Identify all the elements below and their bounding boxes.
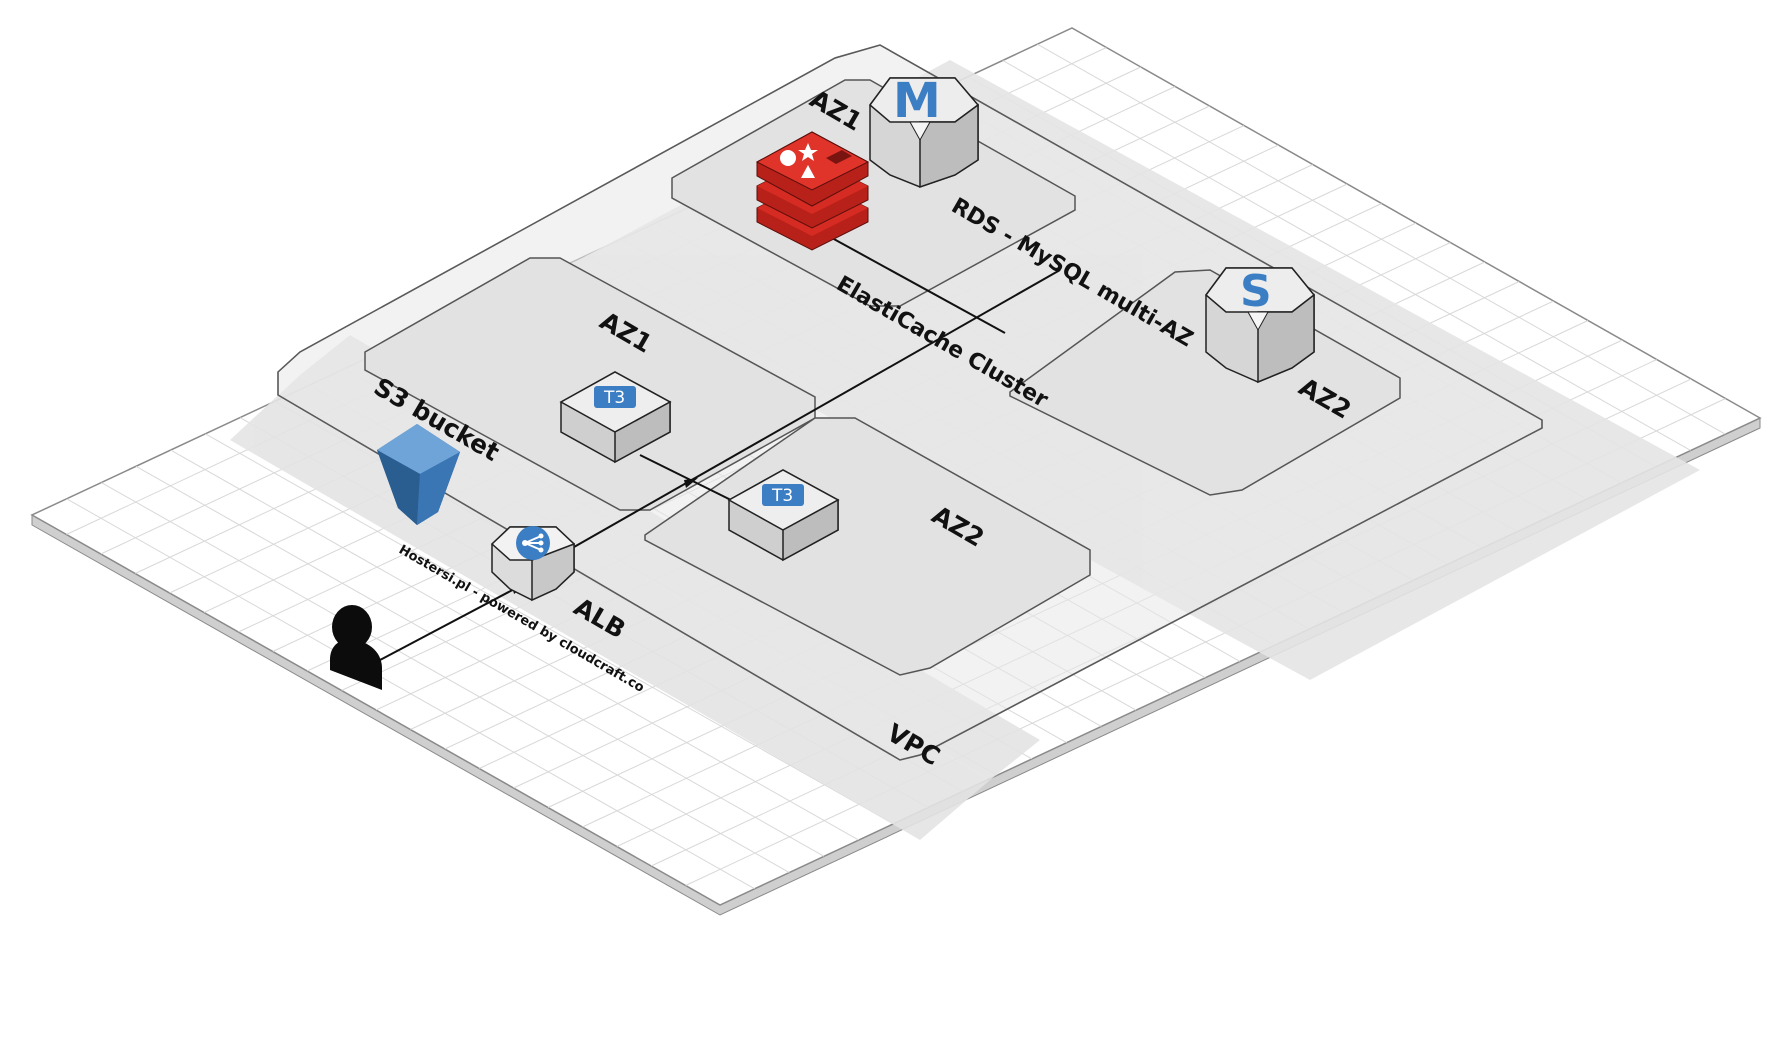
connections: [379, 237, 1061, 661]
grid-line: [170, 449, 859, 841]
grid-line: [135, 465, 825, 857]
alb-path-arrow: [684, 478, 698, 488]
ec2-instance-2[interactable]: T3: [727, 469, 840, 562]
grid-line: [66, 498, 755, 890]
rds-master-instance[interactable]: M: [868, 73, 980, 189]
grid-line: [101, 482, 790, 873]
ec2-to-ec2-line: [639, 454, 736, 503]
redis-link-line: [831, 237, 1006, 334]
s3-bucket-icon[interactable]: [377, 424, 460, 525]
ec2-2-type-tag: T3: [771, 486, 793, 506]
ec2-instance-icon: T3: [594, 386, 636, 408]
rds-master-letter: M: [893, 73, 941, 129]
grid-line: [1037, 43, 1726, 435]
vpc-zone: [277, 44, 1543, 761]
az1-db-zone: [671, 79, 1076, 307]
user-icon[interactable]: [330, 605, 382, 690]
rds-standby-letter: S: [1240, 266, 1272, 317]
grid-line: [1002, 60, 1691, 451]
ec2-instance-1[interactable]: T3: [559, 371, 672, 464]
load-balancer-icon[interactable]: [490, 526, 576, 602]
grid-line: [205, 433, 894, 825]
ec2-instance-icon: T3: [762, 484, 804, 506]
redis-icon[interactable]: [755, 131, 870, 251]
rds-standby-instance[interactable]: S: [1204, 266, 1316, 384]
az2-app-zone: [644, 417, 1091, 676]
user-to-alb-line: [379, 585, 521, 661]
ec2-1-type-tag: T3: [603, 388, 625, 408]
